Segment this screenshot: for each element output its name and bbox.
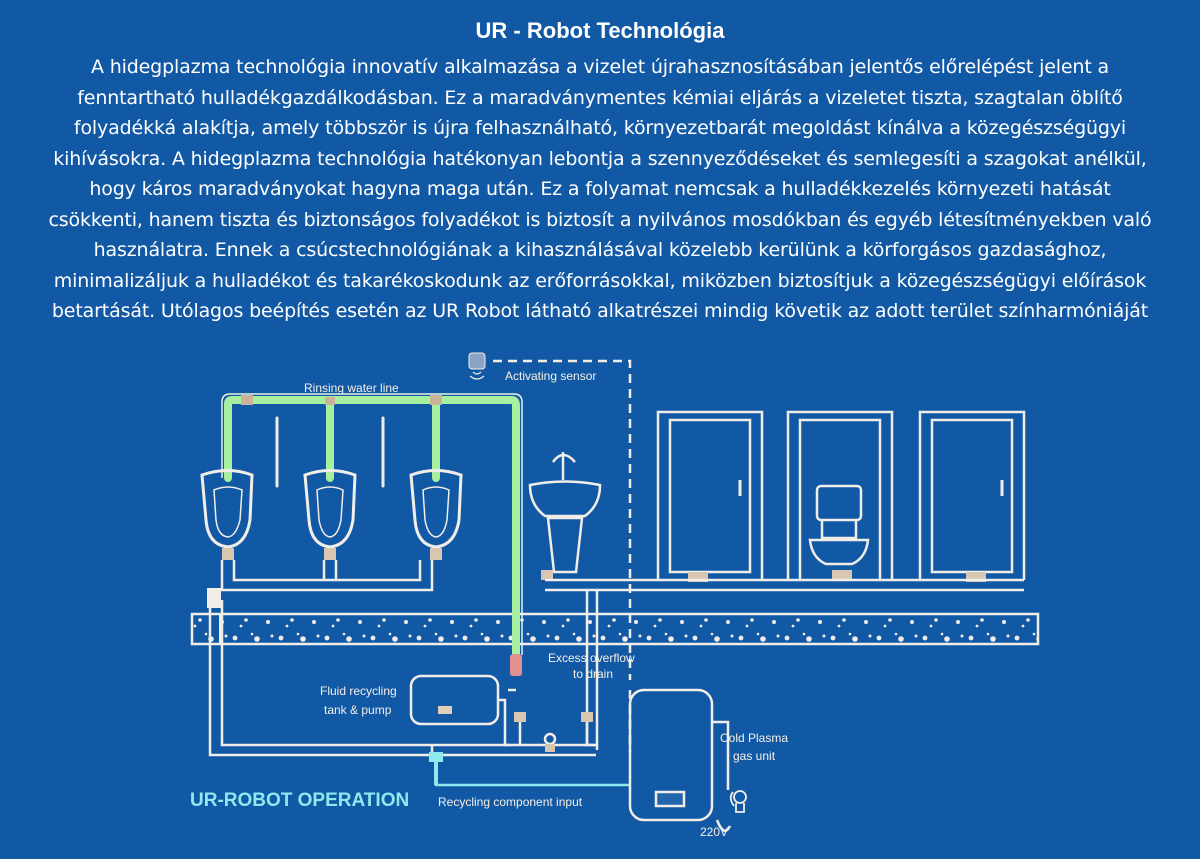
valve-icon bbox=[510, 654, 522, 676]
activating-sensor-icon bbox=[468, 352, 486, 380]
toilet-stall bbox=[656, 410, 764, 582]
ur-robot-system-diagram: Rinsing water line Activating sensor Exc… bbox=[190, 352, 1040, 839]
toilet-stall bbox=[786, 410, 894, 580]
pipe-fitting bbox=[325, 397, 335, 405]
fluid-recycling-label: Fluid recycling bbox=[320, 684, 397, 698]
cold-plasma-label-2: gas unit bbox=[733, 749, 776, 763]
rinsing-water-line-label: Rinsing water line bbox=[304, 381, 399, 395]
cold-plasma-unit bbox=[628, 688, 732, 833]
power-plug-icon bbox=[729, 790, 747, 813]
excess-overflow-label: Excess overflow bbox=[548, 651, 635, 665]
voltage-label: 220V bbox=[700, 825, 728, 839]
operation-title: UR-ROBOT OPERATION bbox=[190, 790, 409, 811]
drain-pipes bbox=[207, 560, 438, 757]
urinal bbox=[303, 469, 357, 560]
pipe-fitting bbox=[430, 395, 442, 405]
main-drain-line bbox=[545, 578, 1024, 750]
urinal bbox=[409, 469, 463, 560]
cold-plasma-label: Cold Plasma bbox=[720, 731, 788, 745]
gravel-strip bbox=[190, 612, 1040, 646]
rinsing-water-pipe bbox=[224, 396, 520, 659]
recycling-input-line bbox=[429, 752, 630, 787]
toilet-stall bbox=[918, 410, 1026, 582]
intro-paragraph: A hidegplazma technológia innovatív alka… bbox=[48, 56, 1152, 322]
activating-sensor-label: Activating sensor bbox=[505, 369, 596, 383]
fluid-recycling-label-2: tank & pump bbox=[324, 703, 392, 717]
excess-overflow-label-2: to drain bbox=[573, 667, 613, 681]
recycling-input-label: Recycling component input bbox=[438, 795, 583, 809]
rinsing-pipe-outline bbox=[221, 393, 523, 655]
page-title: UR - Robot Technológia bbox=[475, 18, 725, 43]
pipe-fitting bbox=[241, 395, 253, 405]
fluid-recycling-tank bbox=[409, 674, 516, 747]
sink bbox=[528, 452, 602, 580]
pump-fittings bbox=[432, 712, 596, 757]
urinal bbox=[200, 469, 254, 560]
